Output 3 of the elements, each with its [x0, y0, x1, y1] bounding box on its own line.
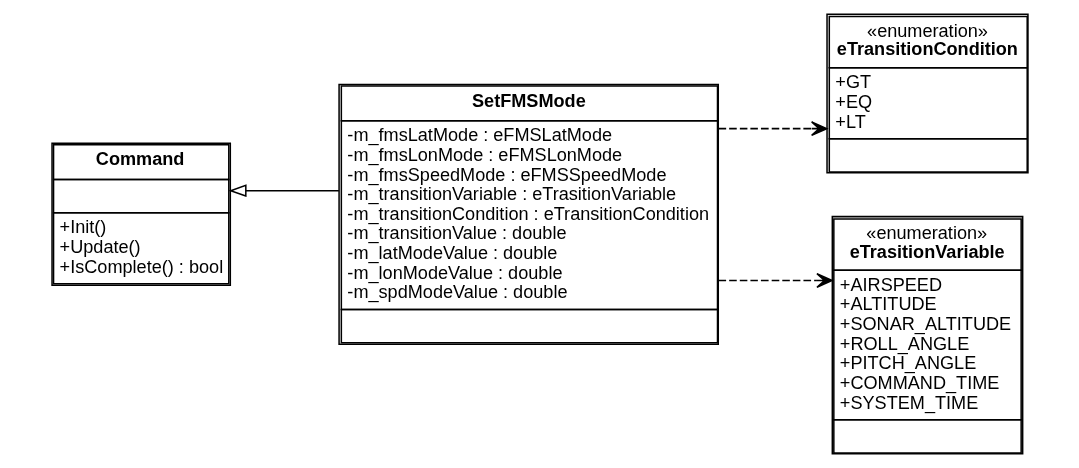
arrow — [717, 121, 827, 137]
arrow — [227, 184, 340, 198]
arrow — [717, 272, 833, 288]
